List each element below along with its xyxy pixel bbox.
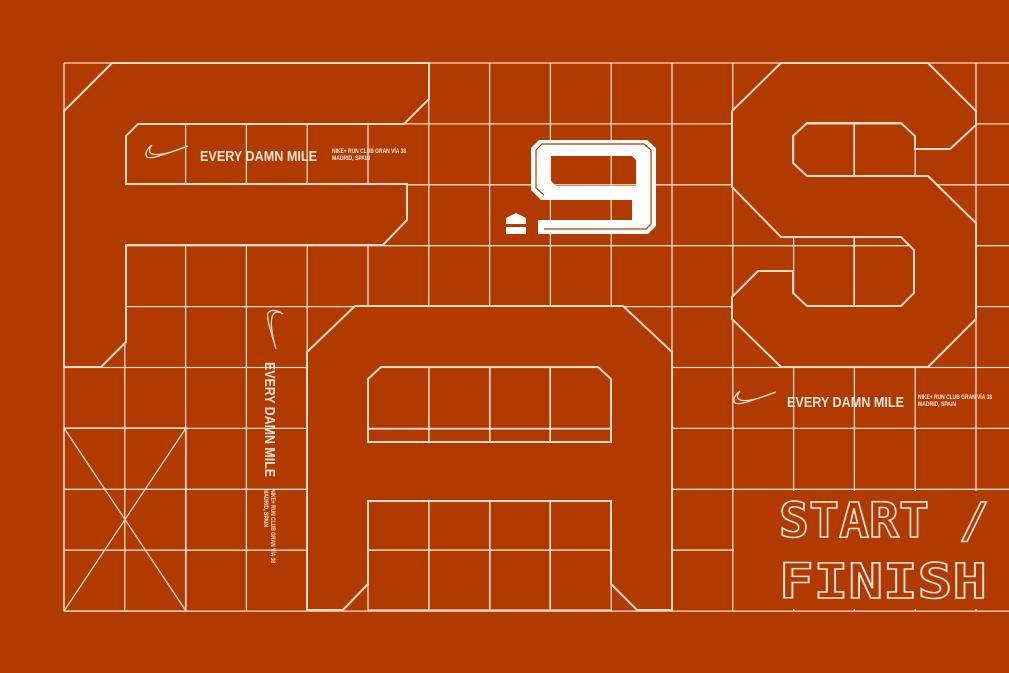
- label-address-2: MADRID, SPAIN: [262, 489, 268, 527]
- swoosh-icon: [733, 390, 777, 405]
- label-title: EVERY DAMN MILE: [787, 394, 904, 411]
- a-counter-grid: [368, 367, 611, 611]
- headline-start: START /: [779, 493, 989, 549]
- swoosh-icon: [145, 144, 189, 159]
- headline-finish: FINISH: [779, 554, 987, 610]
- letter-f-outline: [63, 62, 430, 368]
- label-address-1: NIKE+ RUN CLUB GRAN VÍA 38: [269, 489, 277, 564]
- headline-area: [734, 491, 1009, 609]
- swoosh-icon: [266, 309, 284, 350]
- letter-a-outline: [306, 305, 673, 611]
- label-title: EVERY DAMN MILE: [200, 148, 317, 165]
- label-address-1: NIKE+ RUN CLUB GRAN VÍA 38: [918, 393, 993, 401]
- label-address-2: MADRID, SPAIN: [918, 402, 956, 408]
- number-nine: [506, 140, 656, 234]
- label-right: EVERY DAMN MILE NIKE+ RUN CLUB GRAN VÍA …: [733, 390, 993, 411]
- label-title: EVERY DAMN MILE: [261, 362, 278, 477]
- label-address-1: NIKE+ RUN CLUB GRAN VÍA 38: [332, 147, 407, 155]
- letter-s-outline: [731, 62, 977, 368]
- crossed-box: [63, 427, 187, 612]
- label-vertical: EVERY DAMN MILE NIKE+ RUN CLUB GRAN VÍA …: [261, 309, 284, 564]
- label-address-2: MADRID, SPAIN: [332, 156, 370, 162]
- label-top: EVERY DAMN MILE NIKE+ RUN CLUB GRAN VÍA …: [145, 144, 407, 165]
